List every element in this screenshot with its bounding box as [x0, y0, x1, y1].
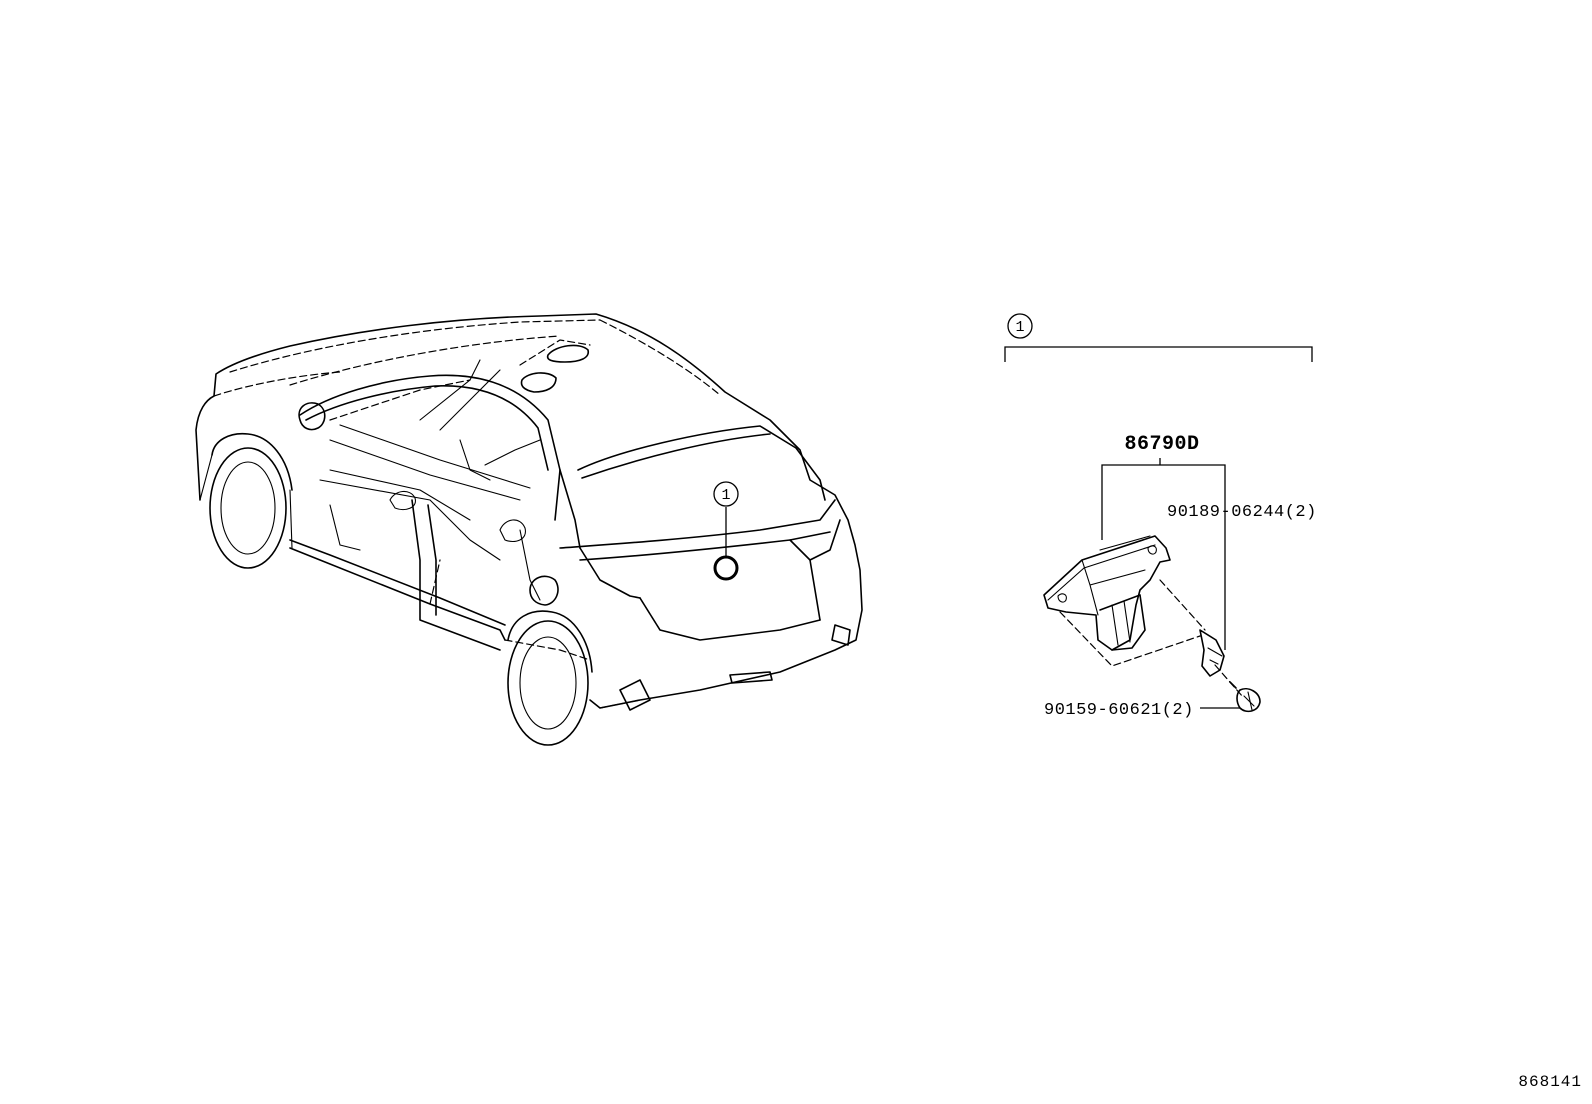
part-number-86790d[interactable]: 86790D	[1124, 433, 1199, 456]
callout-circle-1	[713, 481, 739, 507]
camera-unit	[1043, 535, 1171, 651]
callout-circle-2	[1007, 313, 1033, 339]
rear-wheel	[507, 610, 593, 746]
vehicle-illustration	[195, 313, 863, 746]
clip-label-group[interactable]: 90189-06244(2)	[1167, 503, 1317, 522]
body-outline	[195, 313, 863, 709]
part-number-90189-06244[interactable]: 90189-06244(2)	[1167, 503, 1317, 522]
camera-location-marker[interactable]: 1	[713, 481, 739, 581]
screw-label-group[interactable]: 90159-60621(2)	[1044, 701, 1240, 720]
callout-number-car: 1	[721, 487, 730, 504]
part-number-90159-60621[interactable]: 90159-60621(2)	[1044, 701, 1194, 720]
assembly-group-bracket: 1	[1004, 313, 1313, 362]
figure-number: 868141	[1518, 1073, 1582, 1091]
clip-part	[1199, 629, 1225, 677]
front-wheel	[209, 432, 293, 569]
callout-number-group: 1	[1015, 319, 1024, 336]
screw-part	[1229, 681, 1261, 713]
assembly-label-group[interactable]: 86790D	[1101, 433, 1226, 650]
